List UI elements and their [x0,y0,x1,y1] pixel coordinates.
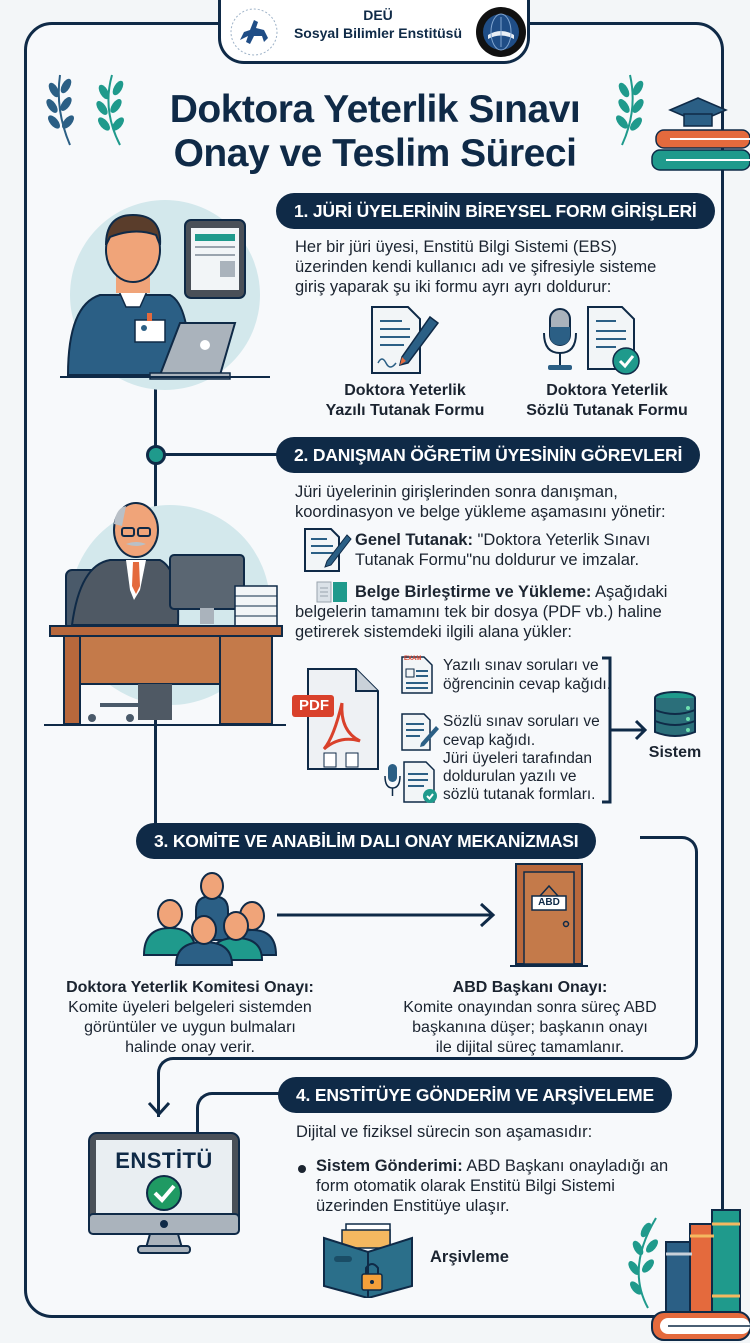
merge-upload-text: Belge Birleştirme ve Yükleme: Aşağıdaki … [295,582,720,642]
system-submission-text: Sistem Gönderimi: ABD Başkanı onayladığı… [316,1156,716,1216]
intro-line: giriş yaparak şu iki formu ayrı ayrı dol… [295,278,612,296]
intro-line: koordinasyon ve belge yükleme aşamasını … [295,503,666,521]
abd-approval-line: ile dijital süreç tamamlanır. [435,1039,625,1056]
merge-documents-icon [316,581,347,603]
document-item: Jüri üyeleri tarafından doldurulan yazıl… [443,750,643,804]
sbe-logo-icon [476,7,526,57]
microphone-forms-icon [384,761,437,803]
abd-door-icon [510,863,588,967]
section4-intro: Dijital ve fiziksel sürecin son aşamasıd… [296,1123,593,1141]
document-line: Yazılı sınav soruları ve [443,657,599,674]
intro-line: Jüri üyelerinin girişlerinden sonra danı… [295,483,618,501]
exam-document-icon [401,656,433,694]
advisor-illustration [44,502,286,726]
general-report-text: Genel Tutanak: "Doktora Yeterlik Sınavı … [355,530,725,570]
section4-entry-connector [157,1057,641,1117]
institute-monitor-icon [88,1132,240,1254]
document-item: Sözlü sınav soruları ve cevap kağıdı. [443,712,643,750]
committee-approval-text: Doktora Yeterlik Komitesi Onayı: Komite … [60,978,320,1058]
system-label: Sistem [648,744,702,761]
institution-line1: DEÜ [363,7,393,23]
committee-approval-line: Komite üyeleri belgeleri sistemden [68,999,312,1016]
document-line: Sözlü sınav soruları ve [443,713,600,730]
header-title: DEÜ Sosyal Bilimler Enstitüsü [283,6,473,42]
form-label-line: Yazılı Tutanak Formu [325,402,485,419]
pdf-file-icon [292,668,379,770]
form-label-oral: Doktora Yeterlik Sözlü Tutanak Formu [522,381,692,421]
section4-heading: 4. ENSTİTÜYE GÖNDERİM VE ARŞİVELEME [278,1077,672,1113]
door-sign: ABD [538,897,560,908]
document-line: cevap kağıdı. [443,732,536,749]
general-report-icon [304,528,352,572]
system-submission-line: form otomatik olarak Enstitü Bilgi Siste… [316,1177,615,1195]
form-label-line: Doktora Yeterlik [546,382,668,399]
bullet-icon [298,1165,306,1173]
microphone-document-check-icon [543,306,640,375]
system-submission-line: üzerinden Enstitüye ulaşır. [316,1197,510,1215]
document-line: doldurulan yazılı ve [443,768,577,785]
arrow-down-icon [147,1101,171,1117]
committee-approval-title: Doktora Yeterlik Komitesi Onayı: [66,979,314,996]
timeline-node-icon [146,445,166,465]
abd-approval-line: başkanına düşer; başkanın onayı [412,1019,648,1036]
page-title: Doktora Yeterlik Sınavı Onay ve Teslim S… [120,88,630,176]
title-line1: Doktora Yeterlik Sınavı [169,88,581,131]
merge-upload-line: getirerek sistemdeki ilgili alana yükler… [295,623,572,641]
document-item: Yazılı sınav soruları ve öğrencinin ceva… [443,656,643,694]
system-submission-line: ABD Başkanı onayladığı an [462,1157,669,1175]
database-icon [654,691,696,737]
monitor-label: ENSTİTÜ [115,1148,213,1173]
general-report-line: "Doktora Yeterlik Sınavı [472,531,651,549]
books-graduation-cap-icon [651,97,750,171]
exam-badge: EXAM [404,656,422,662]
pdf-badge: PDF [299,697,329,714]
books-laurel-decoration-icon [628,1209,750,1341]
abd-approval-text: ABD Başkanı Onayı: Komite onayından sonr… [395,978,665,1058]
jury-member-illustration [60,200,270,390]
intro-line: üzerinden kendi kullanıcı adı ve şifresi… [295,258,657,276]
institution-line2: Sosyal Bilimler Enstitüsü [293,25,463,41]
intro-line: Her bir jüri üyesi, Enstitü Bilgi Sistem… [295,238,617,256]
document-line: öğrencinin cevap kağıdı. [443,676,612,693]
abd-approval-line: Komite onayından sonra süreç ABD [403,999,657,1016]
section2-connector [156,453,281,456]
form-label-line: Doktora Yeterlik [344,382,466,399]
committee-group-icon [142,872,278,966]
laurel-right-icon [616,74,644,146]
committee-approval-line: halinde onay verir. [125,1039,255,1056]
monitor-connector [196,1092,286,1152]
section1-intro: Her bir jüri üyesi, Enstitü Bilgi Sistem… [295,237,715,297]
oral-exam-document-icon [401,713,439,751]
form-label-line: Sözlü Tutanak Formu [526,402,688,419]
document-line: Jüri üyeleri tarafından [443,750,593,767]
section2-heading: 2. DANIŞMAN ÖĞRETİM ÜYESİNİN GÖREVLERİ [276,437,701,473]
system-submission-label: Sistem Gönderimi: [316,1157,463,1175]
section3-heading: 3. KOMİTE VE ANABİLİM DALI ONAY MEKANİZM… [136,823,597,859]
committee-approval-line: görüntüler ve uygun bulmaları [84,1019,296,1036]
laurel-left-icon [46,74,124,146]
merge-upload-line: belgelerin tamamını tek bir dosya (PDF v… [295,603,662,621]
archive-box-lock-icon [323,1223,413,1298]
section1-heading: 1. JÜRİ ÜYELERİNİN BİREYSEL FORM GİRİŞLE… [276,193,715,229]
general-report-line: Tutanak Formu"nu doldurur ve imzalar. [355,551,640,569]
general-report-label: Genel Tutanak: [355,531,473,549]
merge-upload-line: Aşağıdaki [591,583,668,601]
form-label-written: Doktora Yeterlik Yazılı Tutanak Formu [320,381,490,421]
document-line: sözlü tutanak formları. [443,786,596,803]
arrow-right-icon [277,902,496,928]
title-line2: Onay ve Teslim Süreci [173,132,577,175]
section3-return-connector [640,836,698,1060]
document-pen-icon [371,306,440,374]
bracket-arrow-icon [602,656,648,804]
section2-intro: Jüri üyelerinin girişlerinden sonra danı… [295,482,715,522]
abd-approval-title: ABD Başkanı Onayı: [452,979,608,996]
deu-logo-icon [230,8,278,56]
archive-label: Arşivleme [430,1248,509,1266]
merge-upload-label: Belge Birleştirme ve Yükleme: [355,583,592,601]
